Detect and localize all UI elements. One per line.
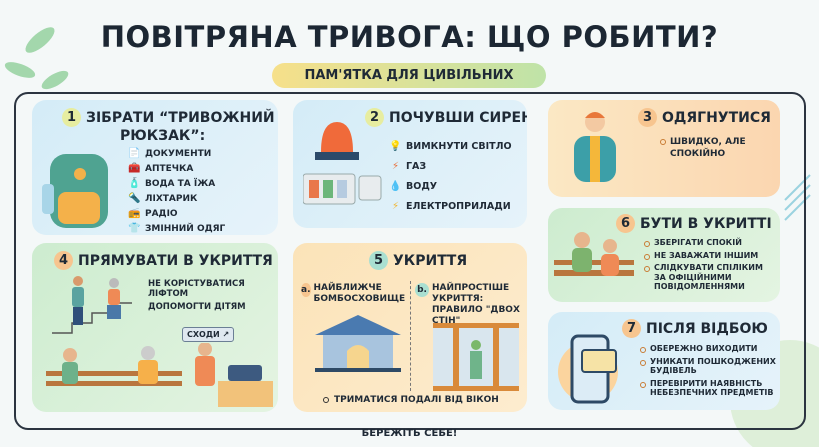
bullet-icon (644, 266, 650, 272)
list-item: 🧰АПТЕЧКА (128, 163, 194, 174)
step-number: 7 (622, 319, 641, 338)
tshirt-icon: 👕 (128, 223, 141, 234)
bullet-icon (640, 347, 646, 353)
step-4-heading: 4 ПРЯМУВАТИ В УКРИТТЯ (54, 251, 273, 270)
gas-icon: ⚡ (391, 161, 400, 172)
card-step-6: 6 БУТИ В УКРИТТІ ЗБЕРІГАТИ СПОКІЙ НЕ ЗАВА… (548, 208, 780, 302)
people-waiting-icon (46, 343, 273, 407)
step-title: ПОЧУВШИ СИРЕНУ (389, 109, 527, 126)
lightbulb-icon: 💡 (389, 141, 402, 152)
card-step-4: 4 ПРЯМУВАТИ В УКРИТТЯ НЕ КОРІСТУВАТИСЯ ЛІ… (32, 243, 278, 412)
list-item: 📄ДОКУМЕНТИ (128, 148, 212, 159)
bullet-icon (644, 241, 650, 247)
option-b: b.НАЙПРОСТІШЕ УКРИТТЯ: ПРАВИЛО "ДВОХ СТІ… (415, 283, 525, 327)
people-on-stairs-icon (52, 276, 132, 334)
step-7-heading: 7 ПІСЛЯ ВІДБОЮ (622, 319, 768, 338)
list-item: ЗБЕРІГАТИ СПОКІЙ (644, 238, 776, 248)
step-title: ЗІБРАТИ “ТРИВОЖНИЙ (86, 109, 275, 126)
flashlight-icon: 🔦 (128, 193, 141, 204)
step-3-heading: 3 ОДЯГНУТИСЯ (638, 108, 771, 127)
option-a: a.НАЙБЛИЖЧЕ БОМБОСХОВИЩЕ (301, 283, 406, 304)
card-step-2: 2 ПОЧУВШИ СИРЕНУ 💡ВИМКНУТИ СВІТЛО ⚡ГАЗ 💧В… (293, 100, 527, 228)
step-number: 4 (54, 251, 73, 270)
list-item: 💧ВОДУ (389, 181, 438, 192)
list-item: НЕ ЗАВАЖАТИ ІНШИМ (644, 251, 776, 261)
step-4-list: НЕ КОРІСТУВАТИСЯ ЛІФТОМ ДОПОМОГТИ ДІТЯМ (148, 279, 258, 315)
phone-message-icon (558, 334, 618, 404)
step-3-list: ШВИДКО, АЛЕ СПОКІЙНО (660, 136, 760, 163)
list-item: ⚡ГАЗ (389, 160, 512, 173)
page-title: ПОВІТРЯНА ТРИВОГА: ЩО РОБИТИ? (100, 20, 719, 54)
bomb-shelter-icon (315, 315, 401, 372)
step-1-list: 📄ДОКУМЕНТИ 🧰АПТЕЧКА 🧴ВОДА ТА ЇЖА 🔦ЛІХТАР… (128, 148, 225, 235)
first-aid-icon: 🧰 (128, 163, 141, 174)
water-bottle-icon: 🧴 (128, 178, 141, 189)
step-7-list: ОБЕРЕЖНО ВИХОДИТИ УНИКАТИ ПОШКОДЖЕНИХ БУ… (640, 344, 776, 401)
list-item: ДОПОМОГТИ ДІТЯМ (148, 302, 246, 312)
list-item: СЛІДКУВАТИ СПІЛІКИМ ЗА ОФІЦІЙНИМИ ПОВІДО… (644, 263, 776, 292)
footer-text: БЕРЕЖІТЬ СЕБЕ! (361, 428, 458, 439)
step-number: 1 (62, 108, 81, 127)
siren-icon (315, 122, 359, 160)
step-title: УКРИТТЯ (393, 252, 468, 269)
document-icon: 📄 (128, 148, 141, 159)
person-dressing-icon (574, 112, 616, 182)
light-switches-icon (303, 173, 382, 205)
bullet-icon (644, 253, 650, 260)
step-title: ПІСЛЯ ВІДБОЮ (646, 320, 768, 337)
content-frame (14, 92, 806, 430)
divider (410, 281, 411, 391)
step-2-heading: 2 ПОЧУВШИ СИРЕНУ (365, 108, 527, 127)
lightning-icon: ⚡ (391, 201, 400, 212)
list-item: ⚡ЕЛЕКТРОПРИЛАДИ (389, 200, 512, 213)
step-number: 3 (638, 108, 657, 127)
list-item: ОБЕРЕЖНО ВИХОДИТИ (640, 344, 776, 354)
step-number: 2 (365, 108, 384, 127)
people-on-bench-icon (554, 232, 634, 276)
bullet-icon (660, 139, 666, 145)
card-step-7: 7 ПІСЛЯ ВІДБОЮ ОБЕРЕЖНО ВИХОДИТИ УНИКАТИ … (548, 312, 780, 410)
bullet-icon (640, 381, 646, 388)
step-title: БУТИ В УКРИТТІ (640, 215, 772, 232)
step-5-heading: 5 УКРИТТЯ (369, 251, 467, 270)
step-number: 5 (369, 251, 388, 270)
step-2-list: 💡ВИМКНУТИ СВІТЛО ⚡ГАЗ 💧ВОДУ ⚡ЕЛЕКТРОПРИЛ… (389, 140, 512, 216)
list-item: УНИКАТИ ПОШКОДЖЕНИХ БУДІВЕЛЬ (640, 357, 776, 376)
step-6-heading: 6 БУТИ В УКРИТТІ (616, 214, 772, 233)
step-title: ОДЯГНУТИСЯ (662, 109, 771, 126)
bullet-icon (323, 397, 329, 403)
card-step-5: 5 УКРИТТЯ a.НАЙБЛИЖЧЕ БОМБОСХОВИЩЕ b.НАЙП… (293, 243, 527, 412)
list-item: 🧴ВОДА ТА ЇЖА (128, 178, 216, 189)
step-title: ПРЯМУВАТИ В УКРИТТЯ (78, 252, 273, 269)
card-step-1: 1 ЗІБРАТИ “ТРИВОЖНИЙ РЮКЗАК”: 📄ДОКУМЕНТИ … (32, 100, 278, 235)
step-5-note: ТРИМАТИСЯ ПОДАЛІ ВІД ВІКОН (323, 395, 499, 406)
list-item: ШВИДКО, АЛЕ СПОКІЙНО (660, 136, 760, 160)
leaf-branch-icon (4, 27, 69, 90)
step-title-cont: РЮКЗАК”: (120, 128, 206, 144)
subtitle-pill: ПАМ'ЯТКА ДЛЯ ЦИВІЛЬНИХ (272, 63, 546, 88)
radio-icon: 📻 (128, 208, 141, 219)
step-1-heading: 1 ЗІБРАТИ “ТРИВОЖНИЙ (62, 108, 275, 127)
stairs-sign: СХОДИ ↗ (182, 327, 235, 342)
list-item: 🔦ЛІХТАРИК (128, 193, 198, 204)
list-item: 👕ЗМІННИЙ ОДЯГ (128, 223, 226, 234)
backpack-icon (42, 154, 108, 228)
card-step-3: 3 ОДЯГНУТИСЯ ШВИДКО, АЛЕ СПОКІЙНО (548, 100, 780, 197)
step-number: 6 (616, 214, 635, 233)
list-item: 💡ВИМКНУТИ СВІТЛО (389, 141, 512, 152)
water-drop-icon: 💧 (389, 181, 402, 192)
step-6-list: ЗБЕРІГАТИ СПОКІЙ НЕ ЗАВАЖАТИ ІНШИМ СЛІДК… (644, 238, 776, 295)
list-item: НЕ КОРІСТУВАТИСЯ ЛІФТОМ (148, 279, 245, 299)
two-walls-icon (433, 323, 519, 391)
bullet-icon (640, 359, 646, 366)
list-item: 📻РАДІО (128, 208, 178, 219)
list-item: ПЕРЕВІРИТИ НАЯВНІСТЬ НЕБЕЗПЕЧНИХ ПРЕДМЕТ… (640, 379, 776, 398)
